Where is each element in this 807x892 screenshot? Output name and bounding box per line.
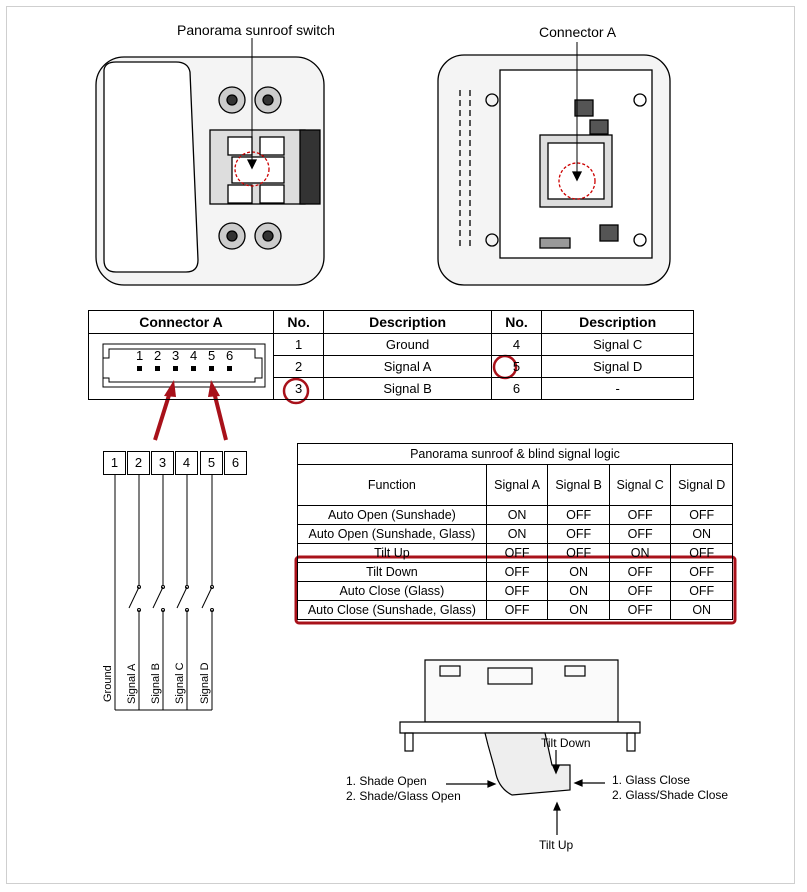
switch-side-drawing	[399, 659, 641, 835]
face-pin-3: 3	[172, 348, 180, 363]
switch-title: Panorama sunroof switch	[177, 22, 335, 38]
connector-face-cell	[88, 333, 274, 400]
wire-label-ground: Ground	[102, 665, 114, 702]
label-shade-open: 1. Shade Open	[346, 774, 427, 788]
wiring-diagram	[114, 475, 214, 711]
pin-box-2: 2	[127, 451, 150, 475]
face-pin-2: 2	[154, 348, 162, 363]
face-pin-1: 1	[136, 348, 144, 363]
label-glass-shade-close: 2. Glass/Shade Close	[612, 788, 729, 802]
col-desc1: Description	[323, 310, 492, 334]
col-no2: No.	[490, 310, 543, 334]
wire-label-signal-d: Signal D	[199, 662, 211, 704]
label-shade-glass-open: 2. Shade/Glass Open	[346, 789, 461, 803]
face-pin-5: 5	[208, 348, 216, 363]
pin-box-4: 4	[175, 451, 198, 475]
connector-title: Connector A	[539, 24, 617, 40]
label-tilt-down: Tilt Down	[541, 736, 591, 750]
signal-logic-table: Panorama sunroof & blind signal logic Fu…	[297, 443, 733, 620]
connector-table: Connector A No. Description No. Descript…	[88, 310, 694, 400]
label-glass-close: 1. Glass Close	[612, 773, 691, 787]
pin-box-1: 1	[103, 451, 126, 475]
col-connector: Connector A	[88, 310, 274, 334]
wire-label-signal-a: Signal A	[126, 663, 138, 704]
face-pin-4: 4	[190, 348, 198, 363]
col-desc2: Description	[541, 310, 694, 334]
pin-box-6: 6	[224, 451, 247, 475]
connector-back-drawing	[437, 42, 671, 286]
label-tilt-up: Tilt Up	[539, 838, 574, 852]
table-row: 3 Signal B 6 -	[89, 377, 694, 400]
wire-label-signal-b: Signal B	[150, 663, 162, 704]
col-no1: No.	[272, 310, 325, 334]
figure-frame	[6, 6, 795, 884]
face-pin-6: 6	[226, 348, 234, 363]
pin-box-5: 5	[200, 451, 223, 475]
logic-table-title: Panorama sunroof & blind signal logic	[297, 443, 733, 465]
table-row: 1 Ground 4 Signal C	[88, 333, 694, 400]
wire-label-signal-c: Signal C	[174, 662, 186, 704]
overhead-console-drawing	[95, 38, 325, 286]
pin-box-3: 3	[151, 451, 174, 475]
